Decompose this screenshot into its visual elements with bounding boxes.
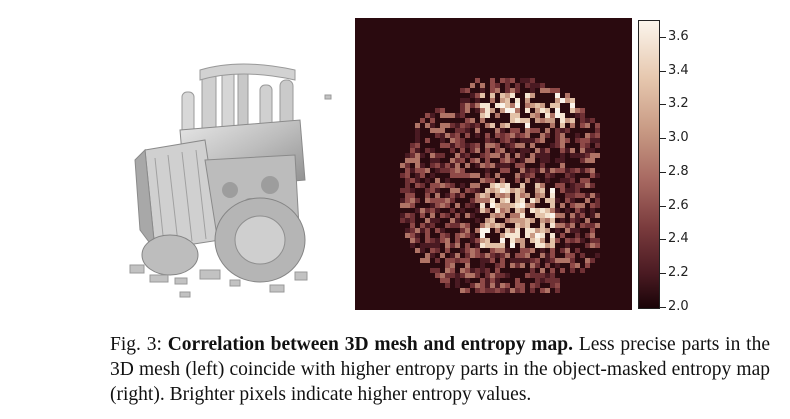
- caption-text: Less precise parts in the 3D mesh (left)…: [110, 334, 770, 405]
- colorbar-tick-label: 2.0: [668, 299, 689, 314]
- colorbar-tick-label: 3.4: [668, 62, 689, 78]
- colorbar-tick-label: 3.2: [668, 96, 689, 112]
- figure-caption: Fig. 3: Correlation between 3D mesh and …: [110, 332, 770, 407]
- colorbar-tick: [660, 307, 666, 308]
- colorbar-tick: [660, 70, 666, 72]
- colorbar-tick: [660, 239, 666, 241]
- colorbar-tick-label: 3.6: [668, 28, 689, 44]
- colorbar-tick: [660, 273, 666, 275]
- colorbar-tick-label: 3.0: [668, 130, 689, 146]
- colorbar-tick-label: 2.8: [668, 163, 689, 179]
- colorbar-tick-label: 2.4: [668, 231, 689, 247]
- colorbar: 3.6 3.4 3.2 3.0 2.8 2.6 2.4 2.2 2.0: [638, 20, 718, 314]
- mesh-render: [129, 63, 332, 298]
- colorbar-tick: [660, 36, 666, 38]
- figure: 3.6 3.4 3.2 3.0 2.8 2.6 2.4 2.2 2.0: [129, 18, 718, 314]
- colorbar-tick: [660, 104, 666, 106]
- caption-title: Correlation between 3D mesh and entropy …: [167, 334, 573, 355]
- caption-label: Fig. 3:: [110, 334, 162, 355]
- colorbar-tick-label: 2.6: [668, 197, 689, 213]
- colorbar-tick: [660, 171, 666, 173]
- colorbar-tick: [660, 205, 666, 207]
- colorbar-gradient: [638, 20, 660, 309]
- entropy-pixels: [400, 78, 600, 293]
- entropy-map: [355, 18, 632, 310]
- colorbar-tick-label: 2.2: [668, 265, 689, 281]
- colorbar-tick: [660, 138, 666, 140]
